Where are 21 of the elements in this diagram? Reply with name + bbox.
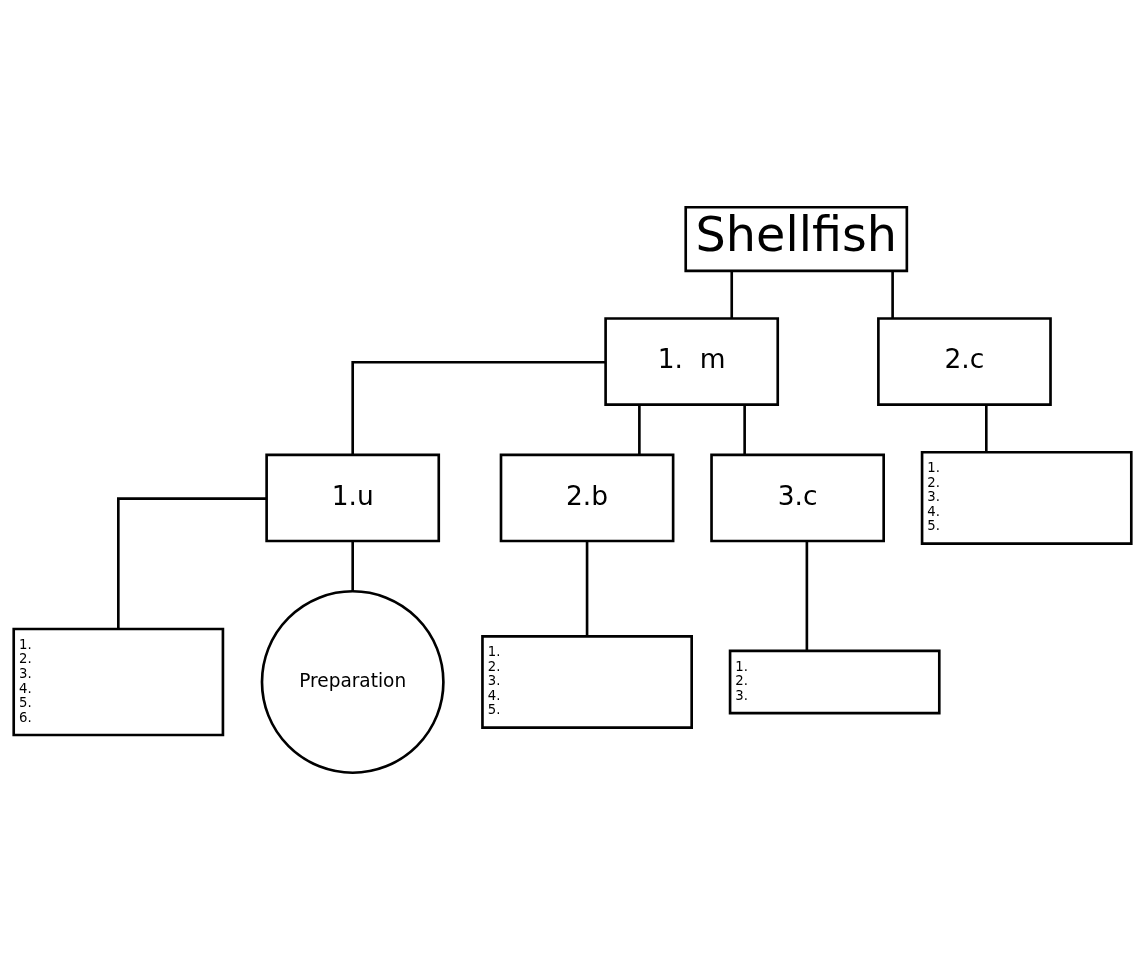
connector: [805, 540, 809, 651]
node-box: 1. 2. 3. 4. 5.: [481, 634, 693, 729]
connector: [585, 540, 589, 636]
node-box: 3.c: [710, 453, 885, 542]
connector: [730, 270, 734, 318]
node-box: 2.b: [499, 453, 675, 542]
node-box: 1.u: [265, 453, 441, 542]
connector: [891, 270, 894, 318]
connector: [638, 404, 641, 455]
node-box: 1. m: [604, 316, 780, 406]
node-box: 1. 2. 3. 4. 5. 6.: [12, 627, 225, 736]
connector: [117, 496, 267, 629]
connector: [351, 540, 354, 591]
node-box: 1. 2. 3. 4. 5.: [920, 450, 1133, 545]
node-circle: Preparation: [260, 589, 445, 774]
node-box: 1. 2. 3.: [728, 649, 941, 714]
connector: [743, 404, 746, 455]
node-box: Shellfish: [684, 205, 909, 272]
node-box: 2.c: [877, 316, 1052, 406]
connector: [984, 404, 988, 452]
connector: [351, 360, 606, 455]
